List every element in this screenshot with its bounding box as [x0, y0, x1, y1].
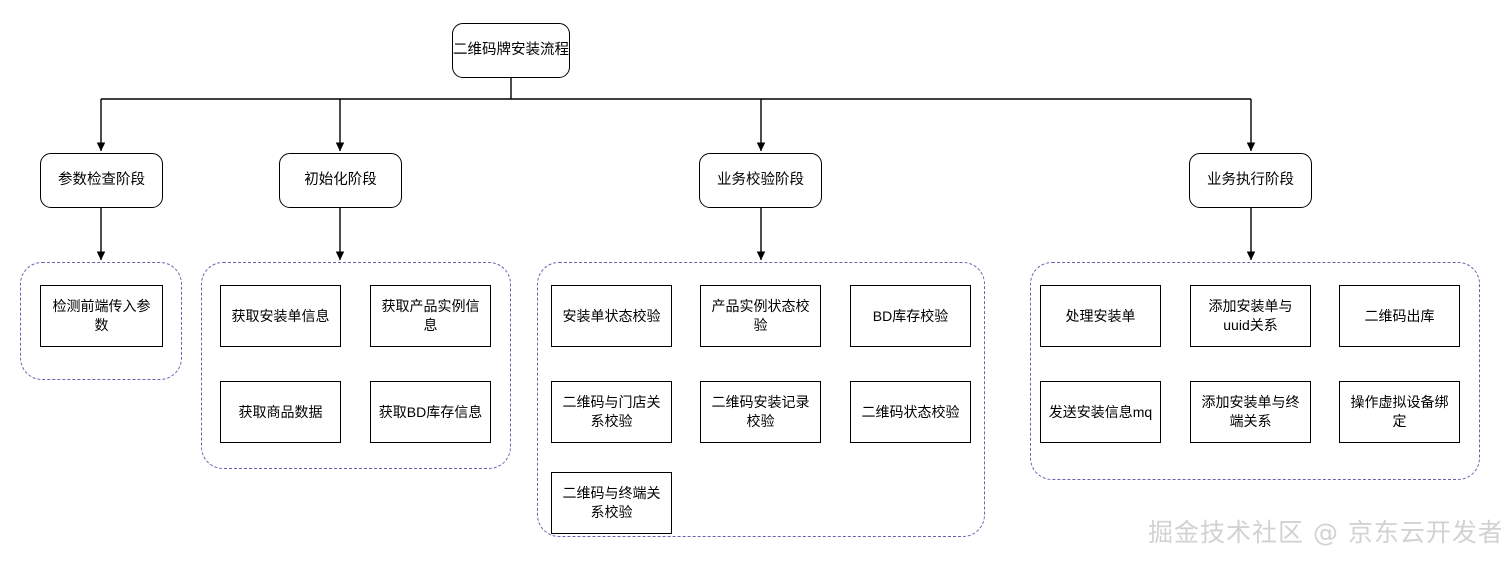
task-node-business-execution-2-label: 添加安装单与uuid关系	[1208, 298, 1293, 333]
stage-group-business-validation	[537, 262, 985, 537]
task-node-business-execution-5[interactable]: 添加安装单与终端关系	[1190, 381, 1311, 443]
task-node-business-validation-3-label: BD库存校验	[872, 307, 949, 324]
stage-node-business-validation-label: 业务校验阶段	[717, 171, 804, 188]
task-node-business-validation-1[interactable]: 安装单状态校验	[551, 285, 672, 347]
task-node-initialization-1[interactable]: 获取安装单信息	[220, 285, 341, 347]
task-node-business-validation-6-label: 二维码状态校验	[861, 403, 960, 420]
stage-node-initialization[interactable]: 初始化阶段	[279, 153, 402, 208]
root-node[interactable]: 二维码牌安装流程	[452, 23, 570, 78]
task-node-param-check-1[interactable]: 检测前端传入参数	[40, 285, 163, 347]
task-node-business-validation-3[interactable]: BD库存校验	[850, 285, 971, 347]
task-node-business-validation-1-label: 安装单状态校验	[562, 307, 661, 324]
task-node-business-validation-5-label: 二维码安装记录校验	[711, 394, 810, 429]
watermark-text: 掘金技术社区 @ 京东云开发者	[1148, 518, 1501, 547]
task-node-business-execution-6-label: 操作虚拟设备绑定	[1350, 394, 1449, 429]
task-node-initialization-2-label: 获取产品实例信息	[381, 298, 480, 333]
task-node-business-execution-4[interactable]: 发送安装信息mq	[1040, 381, 1161, 443]
stage-node-business-execution-label: 业务执行阶段	[1207, 171, 1294, 188]
task-node-initialization-1-label: 获取安装单信息	[231, 307, 330, 324]
task-node-initialization-4[interactable]: 获取BD库存信息	[370, 381, 491, 443]
stage-node-business-validation[interactable]: 业务校验阶段	[699, 153, 822, 208]
task-node-business-execution-4-label: 发送安装信息mq	[1048, 403, 1153, 420]
task-node-initialization-3-label: 获取商品数据	[238, 403, 323, 420]
task-node-business-execution-6[interactable]: 操作虚拟设备绑定	[1339, 381, 1460, 443]
task-node-initialization-4-label: 获取BD库存信息	[378, 403, 483, 420]
task-node-business-execution-2[interactable]: 添加安装单与uuid关系	[1190, 285, 1311, 347]
task-node-business-validation-7[interactable]: 二维码与终端关系校验	[551, 472, 672, 534]
task-node-business-execution-5-label: 添加安装单与终端关系	[1201, 394, 1300, 429]
task-node-initialization-3[interactable]: 获取商品数据	[220, 381, 341, 443]
task-node-param-check-1-label: 检测前端传入参数	[52, 298, 151, 333]
task-node-business-execution-3-label: 二维码出库	[1364, 307, 1435, 324]
task-node-business-validation-4-label: 二维码与门店关系校验	[562, 394, 661, 429]
stage-node-param-check[interactable]: 参数检查阶段	[40, 153, 163, 208]
stage-group-param-check	[20, 262, 182, 380]
task-node-business-validation-4[interactable]: 二维码与门店关系校验	[551, 381, 672, 443]
stage-node-initialization-label: 初始化阶段	[304, 171, 377, 188]
task-node-initialization-2[interactable]: 获取产品实例信息	[370, 285, 491, 347]
task-node-business-validation-2-label: 产品实例状态校验	[711, 298, 810, 333]
stage-node-param-check-label: 参数检查阶段	[58, 171, 145, 188]
task-node-business-validation-2[interactable]: 产品实例状态校验	[700, 285, 821, 347]
stage-group-initialization	[201, 262, 511, 469]
stage-node-business-execution[interactable]: 业务执行阶段	[1189, 153, 1312, 208]
task-node-business-validation-6[interactable]: 二维码状态校验	[850, 381, 971, 443]
stage-group-business-execution	[1030, 262, 1480, 480]
task-node-business-execution-1-label: 处理安装单	[1065, 307, 1136, 324]
task-node-business-validation-7-label: 二维码与终端关系校验	[562, 485, 661, 520]
task-node-business-execution-3[interactable]: 二维码出库	[1339, 285, 1460, 347]
task-node-business-validation-5[interactable]: 二维码安装记录校验	[700, 381, 821, 443]
task-node-business-execution-1[interactable]: 处理安装单	[1040, 285, 1161, 347]
root-node-label: 二维码牌安装流程	[453, 41, 569, 58]
